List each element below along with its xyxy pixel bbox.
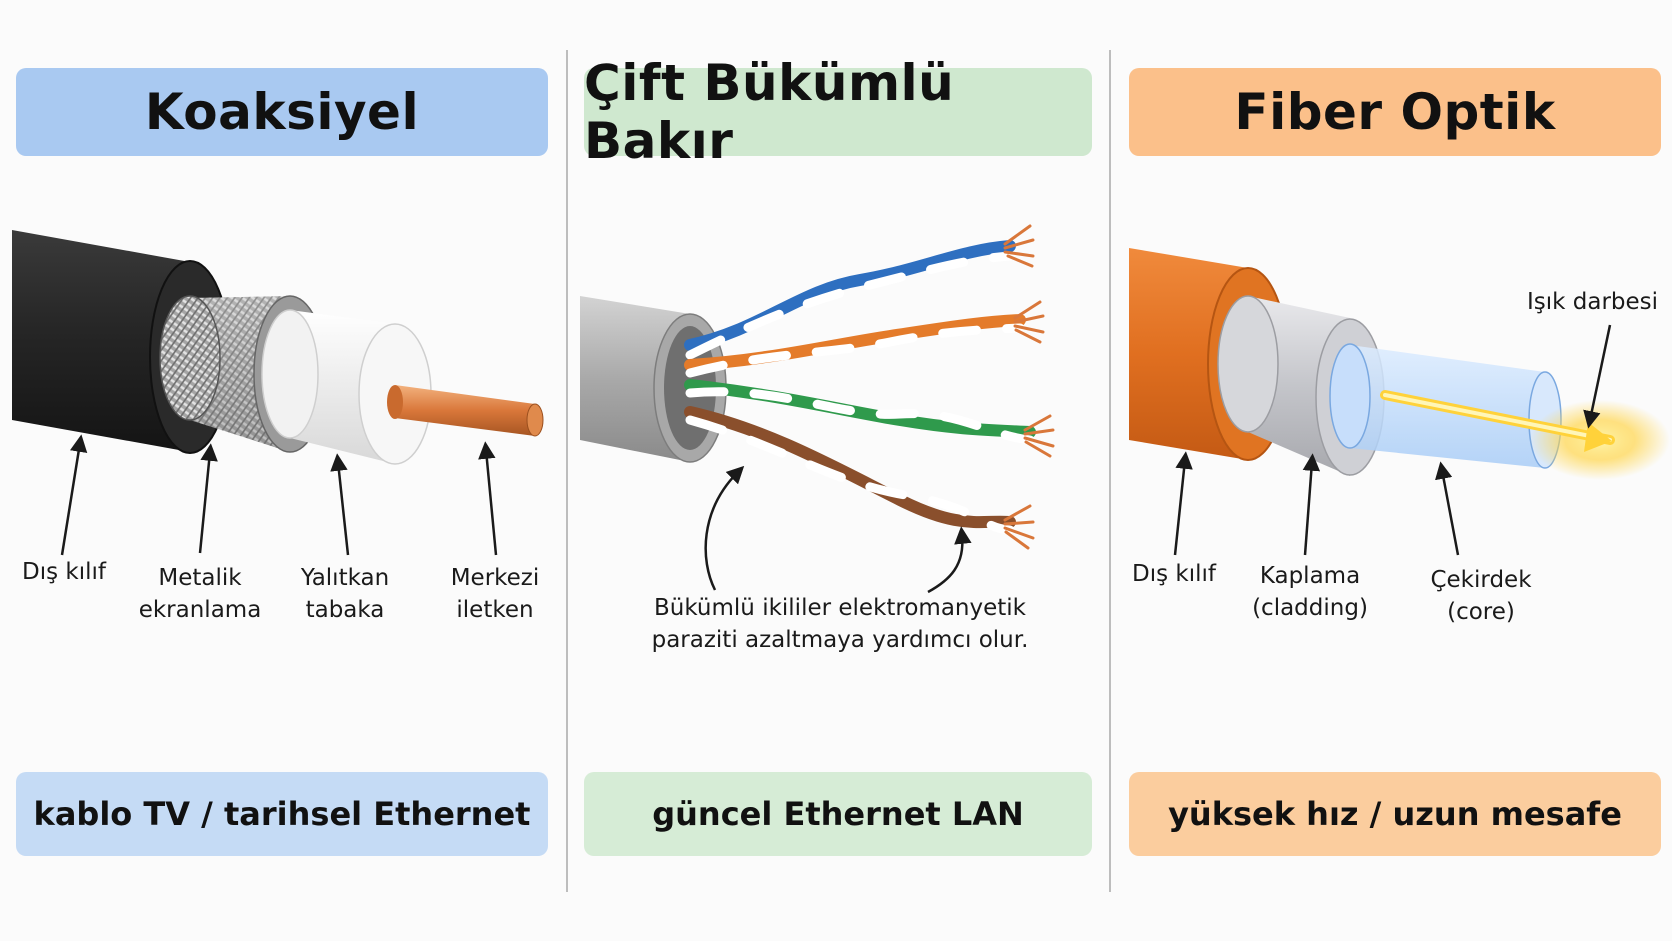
fiber-label-outer-jacket: Dış kılıf [1132, 561, 1216, 587]
twisted-note: Bükümlü ikililer elektromanyetik parazit… [651, 595, 1029, 653]
copper-strands [1003, 224, 1055, 550]
fiber-label-cladding: Kaplama (cladding) [1252, 563, 1368, 621]
coax-label-insulator: Yalıtkan tabaka [300, 565, 390, 623]
coax-title: Koaksiyel [16, 68, 548, 156]
fiber-label-light-pulse: Işık darbesi [1526, 289, 1659, 315]
fiber-cable [1129, 248, 1670, 480]
coax-label-outer-jacket: Dış kılıf [22, 559, 106, 585]
coax-cable [12, 230, 544, 465]
coax-label-shield: Metalik ekranlama [138, 565, 262, 623]
coax-label-conductor: Merkezi iletken [450, 565, 540, 623]
twisted-pair-cable [580, 224, 1055, 550]
fiber-label-core: Çekirdek (core) [1430, 567, 1532, 625]
divider-left [566, 50, 568, 892]
fiber-title: Fiber Optik [1129, 68, 1661, 156]
label-arrows [60, 324, 1612, 594]
twisted-footer: güncel Ethernet LAN [584, 772, 1092, 856]
fiber-footer: yüksek hız / uzun mesafe [1129, 772, 1661, 856]
divider-right [1109, 50, 1111, 892]
coax-footer: kablo TV / tarihsel Ethernet [16, 772, 548, 856]
